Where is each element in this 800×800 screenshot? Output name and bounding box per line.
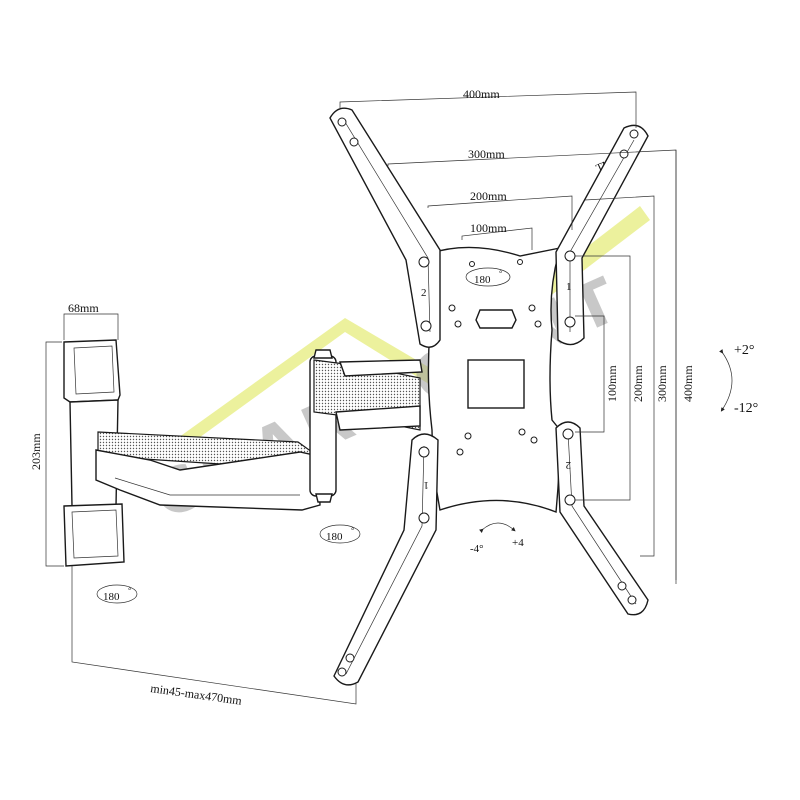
svg-text:180: 180	[326, 531, 343, 543]
svg-text:°: °	[128, 586, 131, 595]
bracket-leg-upper-right	[555, 124, 649, 346]
tv-bracket	[329, 107, 649, 686]
dim-vesa-v-200: 200mm	[631, 365, 645, 402]
bracket-clip	[475, 309, 517, 329]
bracket-leg-lower-left	[333, 433, 439, 686]
level-indicator: -4° +4	[470, 522, 524, 555]
dim-vesa-v-400: 400mm	[681, 365, 695, 402]
upper-arm	[309, 349, 423, 503]
tilt-indicator: +2° -12°	[719, 343, 758, 416]
dim-vesa-v-100: 100mm	[605, 365, 619, 402]
swivel-head-indicator: 180 °	[465, 267, 511, 287]
dim-vesa-h-400: 400mm	[463, 87, 500, 101]
wall-dimensions	[45, 313, 357, 705]
svg-text:-12°: -12°	[734, 401, 758, 416]
lower-arm	[95, 431, 321, 511]
bracket-leg-lower-right	[555, 421, 649, 616]
vesa-vertical-dimensions	[575, 150, 677, 584]
svg-text:+4: +4	[512, 537, 524, 549]
dim-vesa-h-200: 200mm	[470, 189, 507, 203]
svg-text:+2°: +2°	[734, 343, 755, 358]
arm-mark-lower-left: 1	[424, 479, 430, 491]
bracket-slot	[467, 359, 525, 409]
dim-wall-plate-height: 203mm	[29, 433, 43, 470]
arm-mark-upper-right: 1	[566, 281, 572, 293]
swivel-elbow-indicator: 180 °	[319, 524, 361, 544]
svg-text:180: 180	[103, 591, 120, 603]
arm-mark-upper-left: 2	[421, 287, 427, 299]
svg-text:°: °	[499, 269, 502, 278]
svg-text:°: °	[351, 526, 354, 535]
dim-vesa-h-300: 300mm	[468, 147, 505, 161]
svg-text:180: 180	[474, 274, 491, 286]
dim-arm-depth: 68mm	[68, 301, 99, 315]
svg-text:-4°: -4°	[470, 543, 484, 555]
bracket-leg-upper-left	[329, 107, 441, 348]
dim-vesa-h-100: 100mm	[470, 221, 507, 235]
swivel-wall-indicator: 180 °	[96, 584, 138, 604]
dim-vesa-v-300: 300mm	[655, 365, 669, 402]
arm-mark-lower-right: 2	[566, 459, 572, 471]
